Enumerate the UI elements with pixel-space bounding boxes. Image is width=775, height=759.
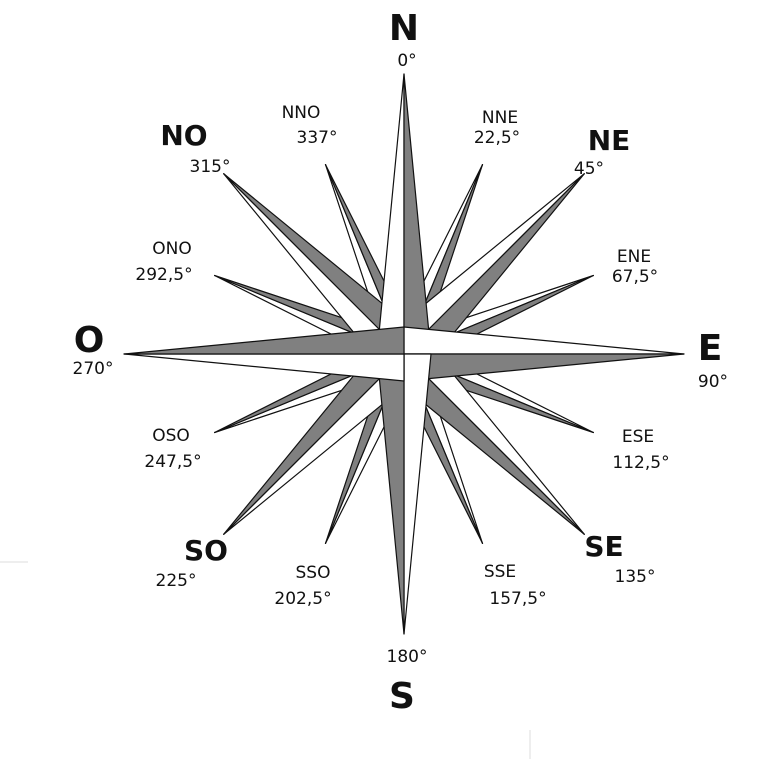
degree-oso: 247,5° — [144, 452, 201, 472]
label-sso: SSO — [296, 563, 331, 583]
ray-o-light-half — [124, 354, 404, 381]
label-s: S — [389, 676, 415, 717]
degree-o: 270° — [73, 359, 114, 379]
ray-s-dark-half — [377, 354, 404, 634]
label-o: O — [74, 320, 105, 361]
label-nne: NNE — [482, 108, 518, 128]
degree-so: 225° — [156, 571, 197, 591]
label-so: SO — [184, 534, 228, 567]
degree-ese: 112,5° — [612, 453, 669, 473]
degree-n: 0° — [397, 51, 416, 71]
ray-o-dark-half — [124, 327, 404, 354]
label-nno: NNO — [282, 103, 321, 123]
ray-n-dark-half — [404, 74, 431, 354]
label-oso: OSO — [152, 426, 190, 446]
label-n: N — [389, 8, 419, 49]
degree-sse: 157,5° — [489, 589, 546, 609]
label-no: NO — [160, 119, 207, 152]
degree-ono: 292,5° — [135, 265, 192, 285]
degree-nne: 22,5° — [474, 128, 520, 148]
degree-e: 90° — [698, 372, 728, 392]
degree-s: 180° — [387, 647, 428, 667]
label-ono: ONO — [152, 239, 191, 259]
degree-no: 315° — [190, 157, 231, 177]
degree-sso: 202,5° — [274, 589, 331, 609]
degree-nno: 337° — [297, 128, 338, 148]
degree-ne: 45° — [574, 159, 604, 179]
label-se: SE — [584, 530, 623, 563]
label-ese: ESE — [622, 427, 654, 447]
label-ne: NE — [588, 124, 631, 157]
ray-e-dark-half — [404, 354, 684, 381]
label-sse: SSE — [484, 562, 516, 582]
ray-e-light-half — [404, 327, 684, 354]
ray-n-light-half — [377, 74, 404, 354]
degree-se: 135° — [615, 567, 656, 587]
label-e: E — [698, 328, 723, 369]
label-ene: ENE — [617, 247, 651, 267]
ray-s-light-half — [404, 354, 431, 634]
degree-ene: 67,5° — [612, 267, 658, 287]
